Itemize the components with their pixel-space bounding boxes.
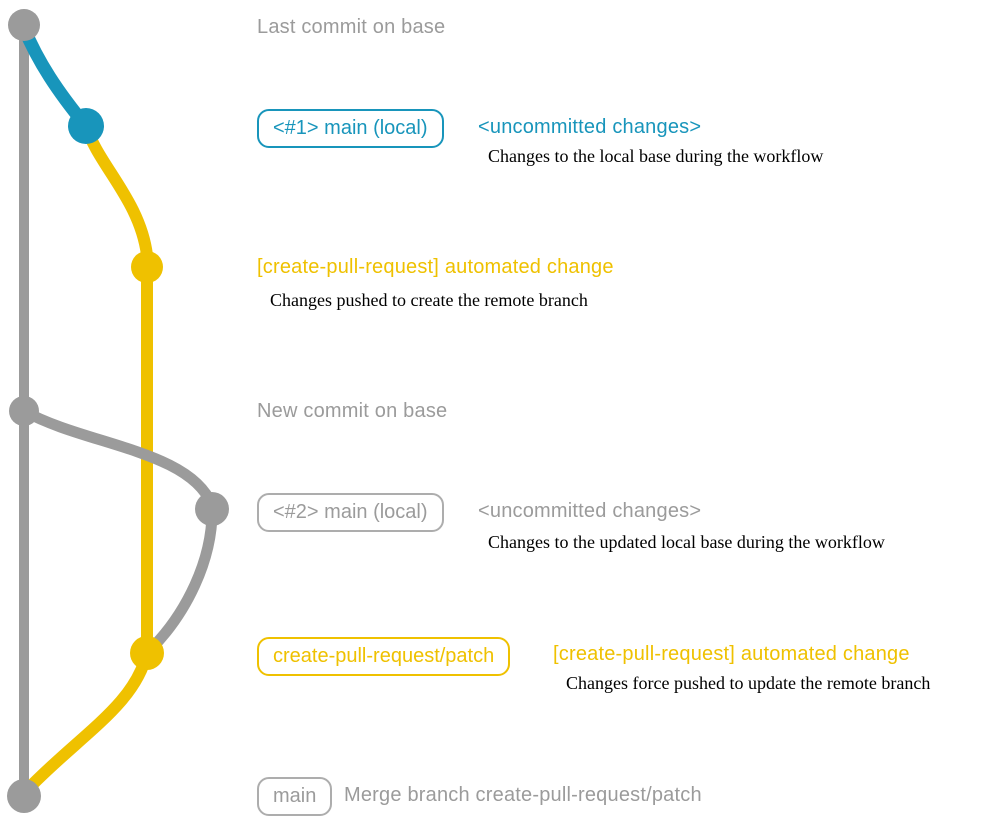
description-push-create: Changes pushed to create the remote bran… — [270, 290, 588, 310]
commit-dot-local-2 — [195, 492, 229, 526]
rebase-curve-in — [144, 499, 218, 656]
label-new-commit-on-base: New commit on base — [257, 400, 448, 422]
note-uncommitted-changes-2: <uncommitted changes> — [478, 500, 702, 522]
description-local-changes-1: Changes to the local base during the wor… — [488, 146, 824, 166]
git-graph — [7, 9, 229, 813]
label-automated-change-2: [create-pull-request] automated change — [553, 643, 910, 665]
commit-dot-new-base — [9, 396, 39, 426]
label-automated-change-1: [create-pull-request] automated change — [257, 256, 614, 278]
commit-dot-last-base — [8, 9, 40, 41]
rebase-curve-out — [18, 405, 218, 511]
branch-badge-main: main — [257, 777, 333, 816]
patch-branch-merge-curve — [21, 647, 153, 796]
commit-dot-local-1 — [68, 108, 104, 144]
description-local-changes-2: Changes to the updated local base during… — [488, 532, 885, 552]
branch-badge-main-local-2: <#2> main (local) — [257, 493, 444, 532]
commit-dot-automated-2 — [130, 636, 164, 670]
branch-badge-main-local-1: <#1> main (local) — [257, 109, 444, 148]
description-force-push-update: Changes force pushed to update the remot… — [566, 673, 931, 693]
branch-badge-create-pull-request-patch: create-pull-request/patch — [257, 637, 511, 676]
label-merge-branch: Merge branch create-pull-request/patch — [344, 784, 702, 806]
note-uncommitted-changes-1: <uncommitted changes> — [478, 116, 702, 138]
label-last-commit-on-base: Last commit on base — [257, 16, 446, 38]
commit-dot-automated-1 — [131, 251, 163, 283]
commit-dot-merge — [7, 779, 41, 813]
patch-branch-upper-curve — [80, 120, 153, 659]
